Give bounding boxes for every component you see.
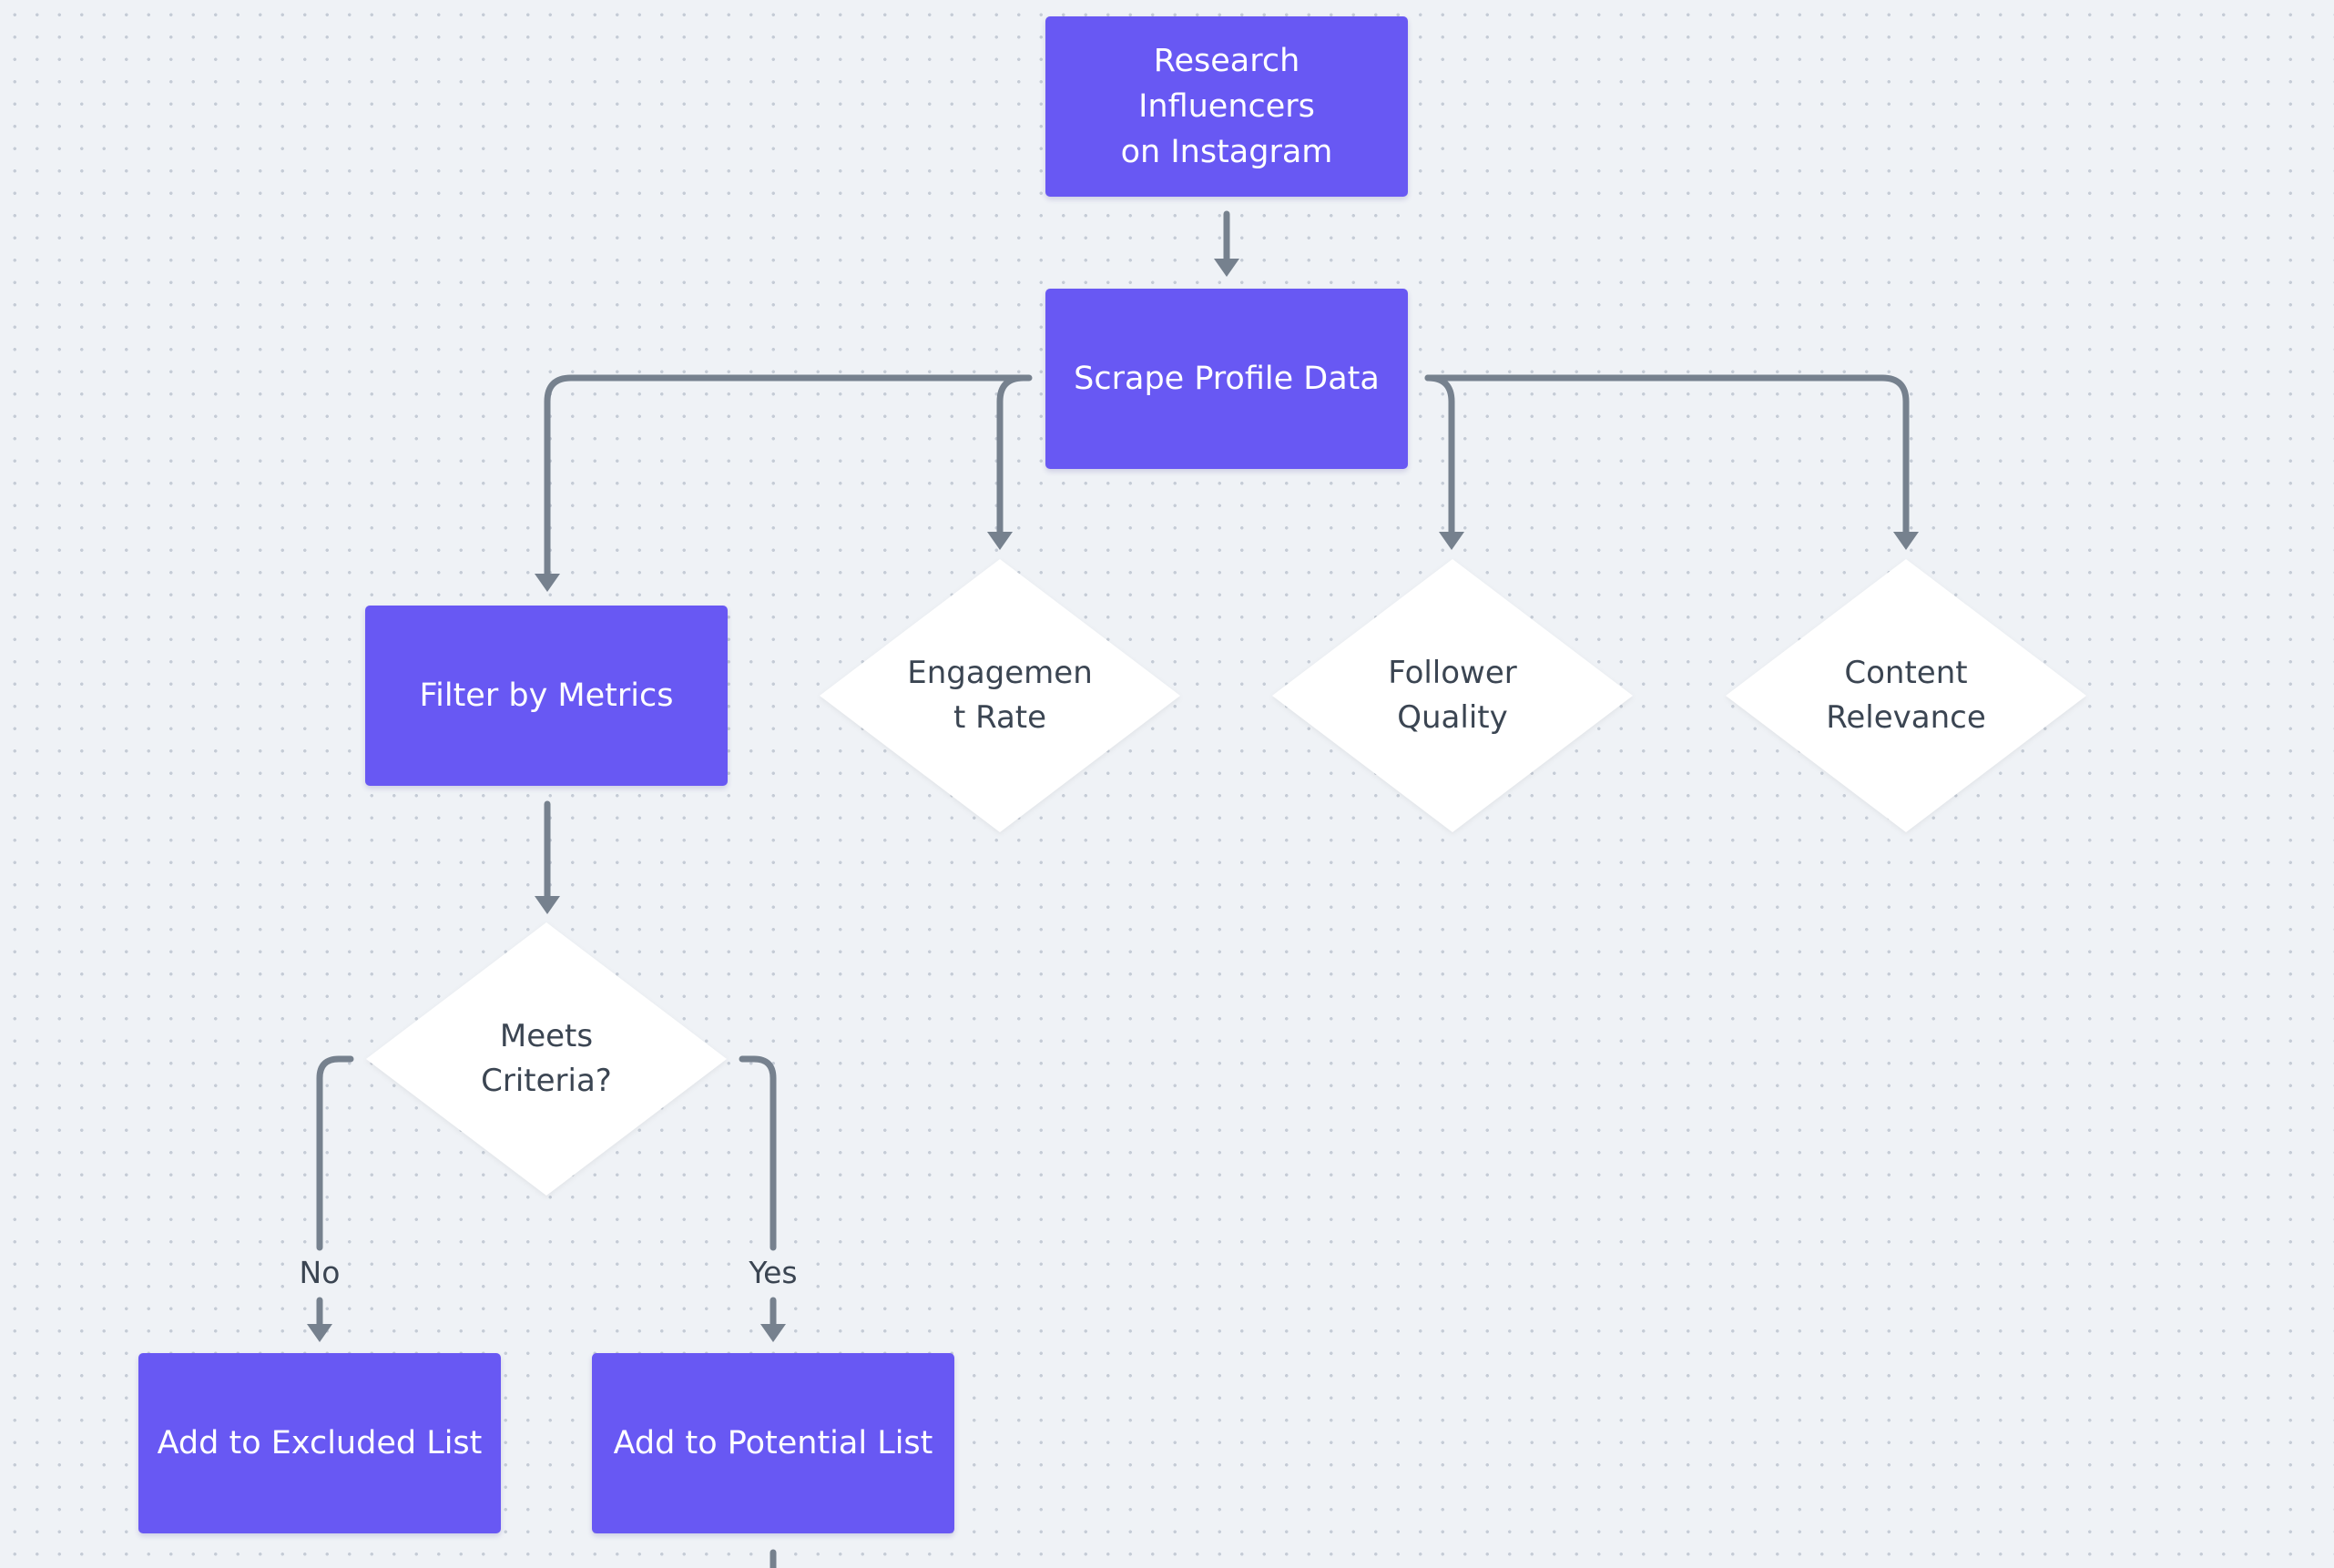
decision-engagement-rate-label: Engagemen t Rate — [907, 655, 1093, 736]
node-scrape-profile-data[interactable]: Scrape Profile Data — [1045, 289, 1408, 469]
node-filter-by-metrics[interactable]: Filter by Metrics — [365, 606, 728, 786]
arrowhead-follower — [1439, 532, 1464, 550]
arrowhead-potential — [760, 1324, 786, 1342]
decision-meets-criteria[interactable]: Meets Criteria? — [366, 922, 727, 1196]
node-add-to-excluded-list[interactable]: Add to Excluded List — [138, 1353, 501, 1533]
node-research-influencers-label: Research Influencers on Instagram — [1120, 43, 1333, 170]
arrowhead-criteria — [535, 896, 560, 914]
decision-engagement-rate[interactable]: Engagemen t Rate — [820, 559, 1180, 832]
edge-scrape-to-follower — [1424, 374, 1455, 537]
decision-follower-quality-label: Follower Quality — [1388, 655, 1517, 736]
node-filter-by-metrics-label: Filter by Metrics — [419, 677, 674, 714]
edge-criteria-to-potential — [739, 1055, 777, 1251]
edge-scrape-to-content — [1424, 374, 1910, 537]
node-research-influencers[interactable]: Research Influencers on Instagram — [1045, 16, 1408, 197]
arrowhead-scrape — [1214, 259, 1239, 277]
node-add-to-excluded-list-label: Add to Excluded List — [157, 1425, 483, 1461]
edge-criteria-to-excluded — [316, 1055, 354, 1251]
arrowhead-excluded — [307, 1324, 332, 1342]
arrowhead-engagement — [987, 532, 1013, 550]
decision-content-relevance-label: Content Relevance — [1826, 655, 1986, 736]
edge-label-no: No — [297, 1255, 342, 1290]
edge-scrape-to-filter — [544, 374, 1033, 579]
decision-follower-quality[interactable]: Follower Quality — [1272, 559, 1633, 832]
arrowhead-filter — [535, 574, 560, 592]
decision-meets-criteria-label: Meets Criteria? — [481, 1018, 612, 1099]
arrowhead-content — [1893, 532, 1919, 550]
decision-content-relevance[interactable]: Content Relevance — [1726, 559, 2086, 832]
node-scrape-profile-data-label: Scrape Profile Data — [1074, 361, 1380, 397]
node-add-to-potential-list-label: Add to Potential List — [613, 1425, 933, 1461]
edge-scrape-to-engagement — [996, 374, 1027, 537]
node-add-to-potential-list[interactable]: Add to Potential List — [592, 1353, 954, 1533]
edge-label-yes: Yes — [747, 1255, 800, 1290]
